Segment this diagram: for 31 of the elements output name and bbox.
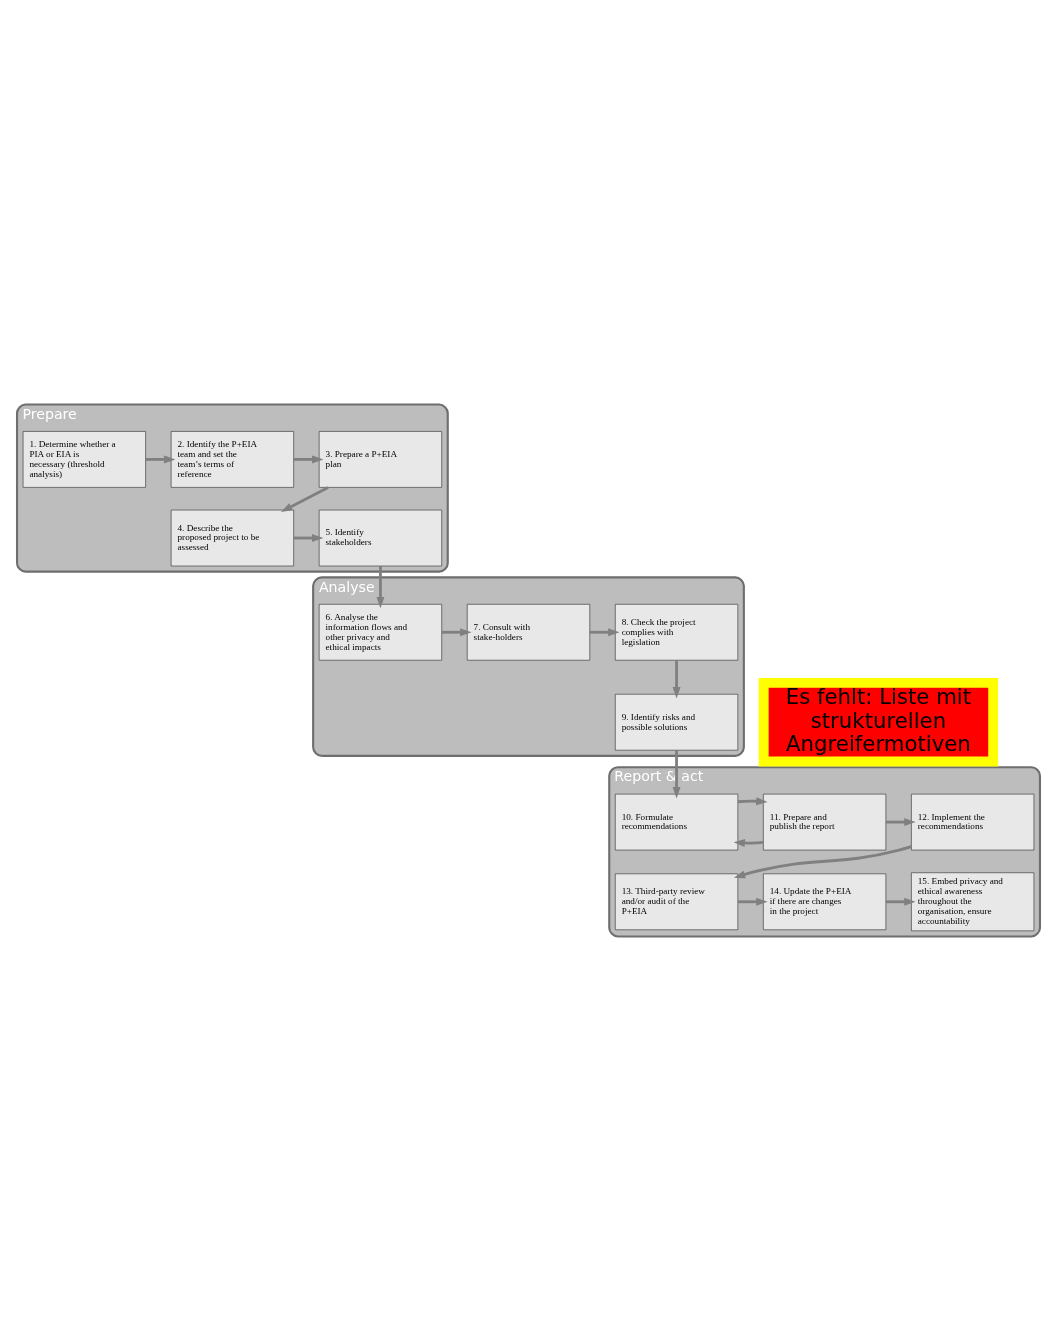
node-box: 13. Third-party review and/or audit of the P+EIA	[614, 872, 739, 930]
node-box: 14. Update the P+EIA if there are changes in the project	[762, 872, 887, 930]
arrow	[885, 817, 916, 826]
node-box: 4. Describe the proposed project to be assessed	[170, 509, 295, 566]
node-box: 2. Identify the P+EIA team and set the team’s terms of reference	[170, 430, 295, 488]
arrow	[885, 897, 916, 906]
arrow	[376, 565, 385, 608]
arrow	[737, 897, 768, 906]
node-box: Es fehlt: Liste mit strukturellen Angreifermotiven	[758, 677, 999, 766]
node-box: 10. Formulate recommendations	[614, 793, 739, 850]
node-box: 11. Prepare and publish the report	[762, 793, 887, 850]
node-box: 15. Embed privacy and ethical awareness throughout the organisation, ensure accountability	[911, 871, 1035, 931]
node-box: 3. Prepare a P+EIA plan	[318, 430, 443, 488]
node-box: 5. Identify stakeholders	[318, 509, 443, 566]
arrow	[145, 454, 176, 463]
arrow	[672, 659, 681, 698]
node-box: 7. Consult with stake-holders	[466, 603, 591, 661]
arrow	[672, 749, 681, 798]
arrow	[293, 454, 324, 463]
node-box: 8. Check the project complies with legislation	[614, 603, 739, 661]
node-box: 6. Analyse the information flows and other privacy and ethical impacts	[318, 603, 443, 661]
arrow	[441, 627, 472, 636]
node-box: 1. Determine whether a PIA or EIA is necessary (threshold analysis)	[22, 430, 146, 488]
node-box: 9. Identify risks and possible solutions	[614, 693, 739, 751]
arrow	[589, 627, 620, 636]
arrow	[733, 838, 764, 847]
arrow	[733, 844, 912, 878]
arrow	[293, 533, 324, 542]
arrow	[280, 485, 329, 512]
node-box: 12. Implement the recommendations	[911, 793, 1035, 850]
arrow	[737, 796, 768, 805]
